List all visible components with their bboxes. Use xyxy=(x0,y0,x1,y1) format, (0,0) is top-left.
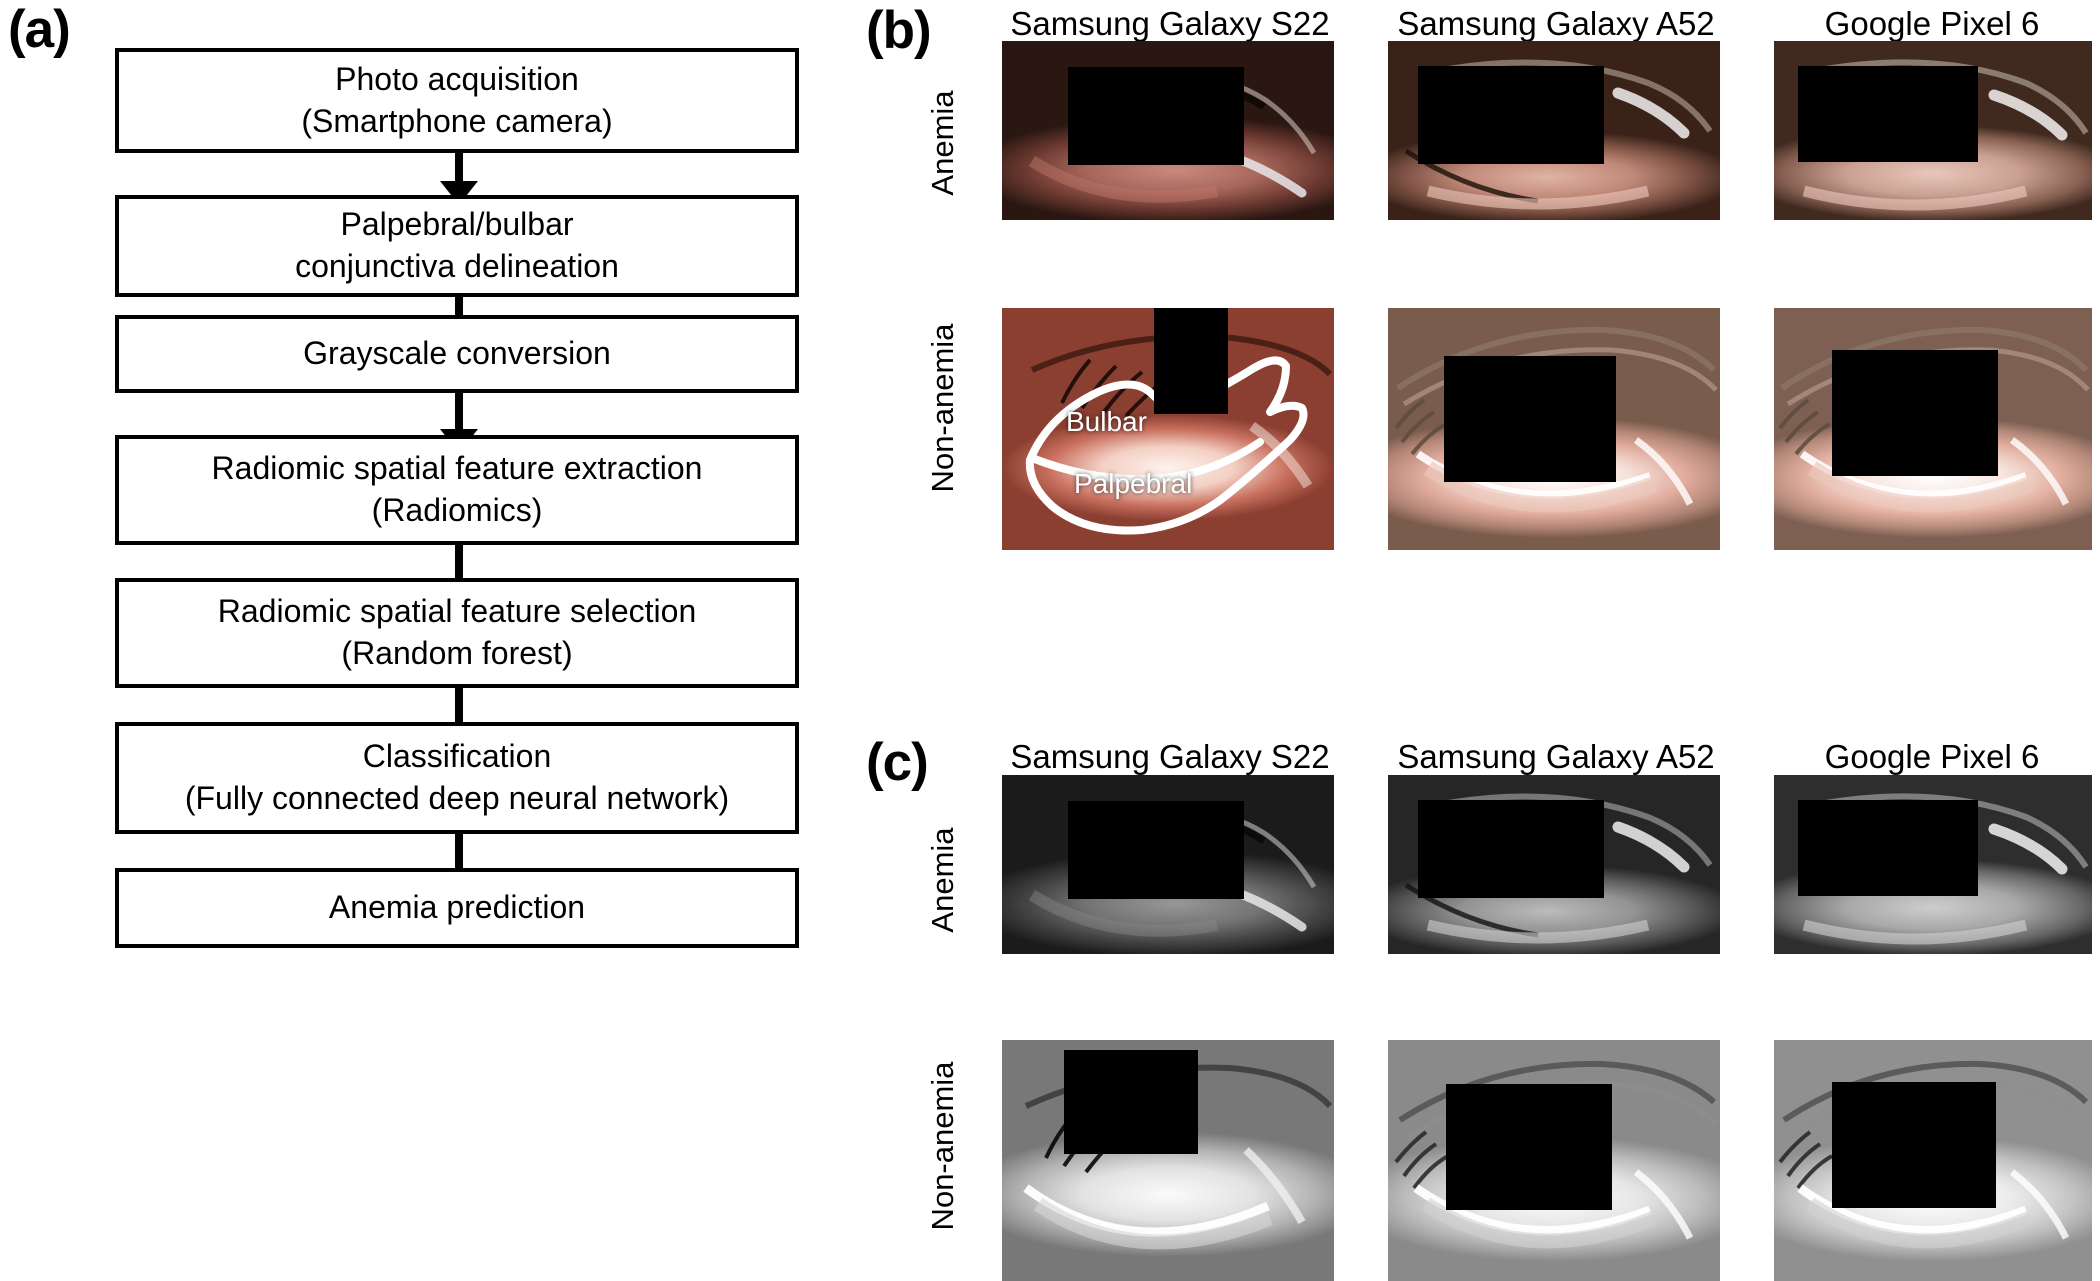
flow-step-line1: Radiomic spatial feature extraction xyxy=(211,450,703,487)
flow-step-text: Palpebral/bulbar conjunctiva delineation xyxy=(287,204,627,287)
panel-c-letter: (c) xyxy=(866,733,929,792)
eye-photo-a52-anemia-gray xyxy=(1388,775,1720,954)
flow-step-text: Radiomic spatial feature extraction (Rad… xyxy=(204,448,711,531)
privacy-redaction-box xyxy=(1444,356,1616,482)
column-header-a52: Samsung Galaxy A52 xyxy=(1397,738,1715,775)
flow-step-line2: (Random forest) xyxy=(341,635,573,671)
privacy-redaction-box xyxy=(1068,67,1244,165)
label-palpebral: Palpebral xyxy=(1074,468,1193,499)
eye-photo-a52-non-anemia xyxy=(1388,308,1720,550)
eye-photo-s22-anemia-gray xyxy=(1002,775,1334,954)
eye-photo-pixel6-anemia xyxy=(1774,41,2092,220)
flow-step-classification: Classification (Fully connected deep neu… xyxy=(115,722,799,834)
privacy-redaction-box xyxy=(1798,800,1978,896)
flow-step-anemia-prediction: Anemia prediction xyxy=(115,868,799,948)
privacy-redaction-box xyxy=(1832,350,1998,476)
flow-arrow-shaft xyxy=(455,393,463,429)
flow-step-text: Photo acquisition (Smartphone camera) xyxy=(293,59,620,142)
flow-arrow-shaft xyxy=(455,688,463,726)
privacy-redaction-box xyxy=(1798,66,1978,162)
panel-a-letter: (a) xyxy=(8,0,71,59)
privacy-redaction-box xyxy=(1154,308,1228,414)
eye-photo-pixel6-non-anemia xyxy=(1774,308,2092,550)
flow-step-text: Classification (Fully connected deep neu… xyxy=(177,736,737,819)
flow-step-text: Anemia prediction xyxy=(321,887,593,929)
flow-step-text: Grayscale conversion xyxy=(295,333,619,375)
label-bulbar: Bulbar xyxy=(1066,406,1147,437)
flow-step-line1: Palpebral/bulbar xyxy=(340,206,574,243)
flow-step-conjunctiva-delineation: Palpebral/bulbar conjunctiva delineation xyxy=(115,195,799,297)
flow-step-line2: conjunctiva delineation xyxy=(295,248,619,284)
column-header-s22: Samsung Galaxy S22 xyxy=(1010,738,1330,775)
column-header-s22: Samsung Galaxy S22 xyxy=(1010,5,1330,42)
flow-step-line2: (Fully connected deep neural network) xyxy=(184,780,730,816)
flow-arrow-shaft xyxy=(455,545,463,583)
privacy-redaction-box xyxy=(1832,1082,1996,1208)
flow-step-line1: Classification xyxy=(362,738,552,775)
flow-arrow-shaft xyxy=(455,834,463,872)
eye-photo-pixel6-anemia-gray xyxy=(1774,775,2092,954)
flow-step-feature-selection: Radiomic spatial feature selection (Rand… xyxy=(115,578,799,688)
flow-step-line2: (Radiomics) xyxy=(371,492,543,528)
flow-step-photo-acquisition: Photo acquisition (Smartphone camera) xyxy=(115,48,799,153)
eye-photo-pixel6-non-anemia-gray xyxy=(1774,1040,2092,1281)
flow-arrow-shaft xyxy=(455,297,463,325)
flow-step-line1: Photo acquisition xyxy=(335,60,579,97)
privacy-redaction-box xyxy=(1068,801,1244,899)
column-header-pixel6: Google Pixel 6 xyxy=(1824,738,2040,775)
privacy-redaction-box xyxy=(1418,66,1604,164)
privacy-redaction-box xyxy=(1418,800,1604,898)
flow-step-grayscale-conversion: Grayscale conversion xyxy=(115,315,799,393)
flow-step-line1: Grayscale conversion xyxy=(303,335,611,372)
column-header-pixel6: Google Pixel 6 xyxy=(1824,5,2040,42)
eye-photo-a52-non-anemia-gray xyxy=(1388,1040,1720,1281)
flow-arrow-shaft xyxy=(455,153,463,181)
row-label-anemia: Anemia xyxy=(925,827,960,933)
flow-step-line1: Radiomic spatial feature selection xyxy=(217,593,697,630)
panel-b-color-photos: (b) Samsung Galaxy S22 Samsung Galaxy A5… xyxy=(0,0,2100,600)
flow-step-text: Radiomic spatial feature selection (Rand… xyxy=(210,591,704,674)
flow-step-line1: Anemia prediction xyxy=(328,889,586,926)
eye-photo-s22-non-anemia-gray xyxy=(1002,1040,1334,1281)
column-header-a52: Samsung Galaxy A52 xyxy=(1397,5,1715,42)
privacy-redaction-box xyxy=(1446,1084,1612,1210)
privacy-redaction-box xyxy=(1064,1050,1198,1154)
eye-photo-s22-anemia xyxy=(1002,41,1334,220)
panel-a-flowchart: (a) Photo acquisition (Smartphone camera… xyxy=(0,0,840,1281)
flow-step-feature-extraction: Radiomic spatial feature extraction (Rad… xyxy=(115,435,799,545)
row-label-non-anemia: Non-anemia xyxy=(925,1061,960,1231)
flow-step-line2: (Smartphone camera) xyxy=(301,102,613,139)
panel-b-letter: (b) xyxy=(866,1,932,60)
